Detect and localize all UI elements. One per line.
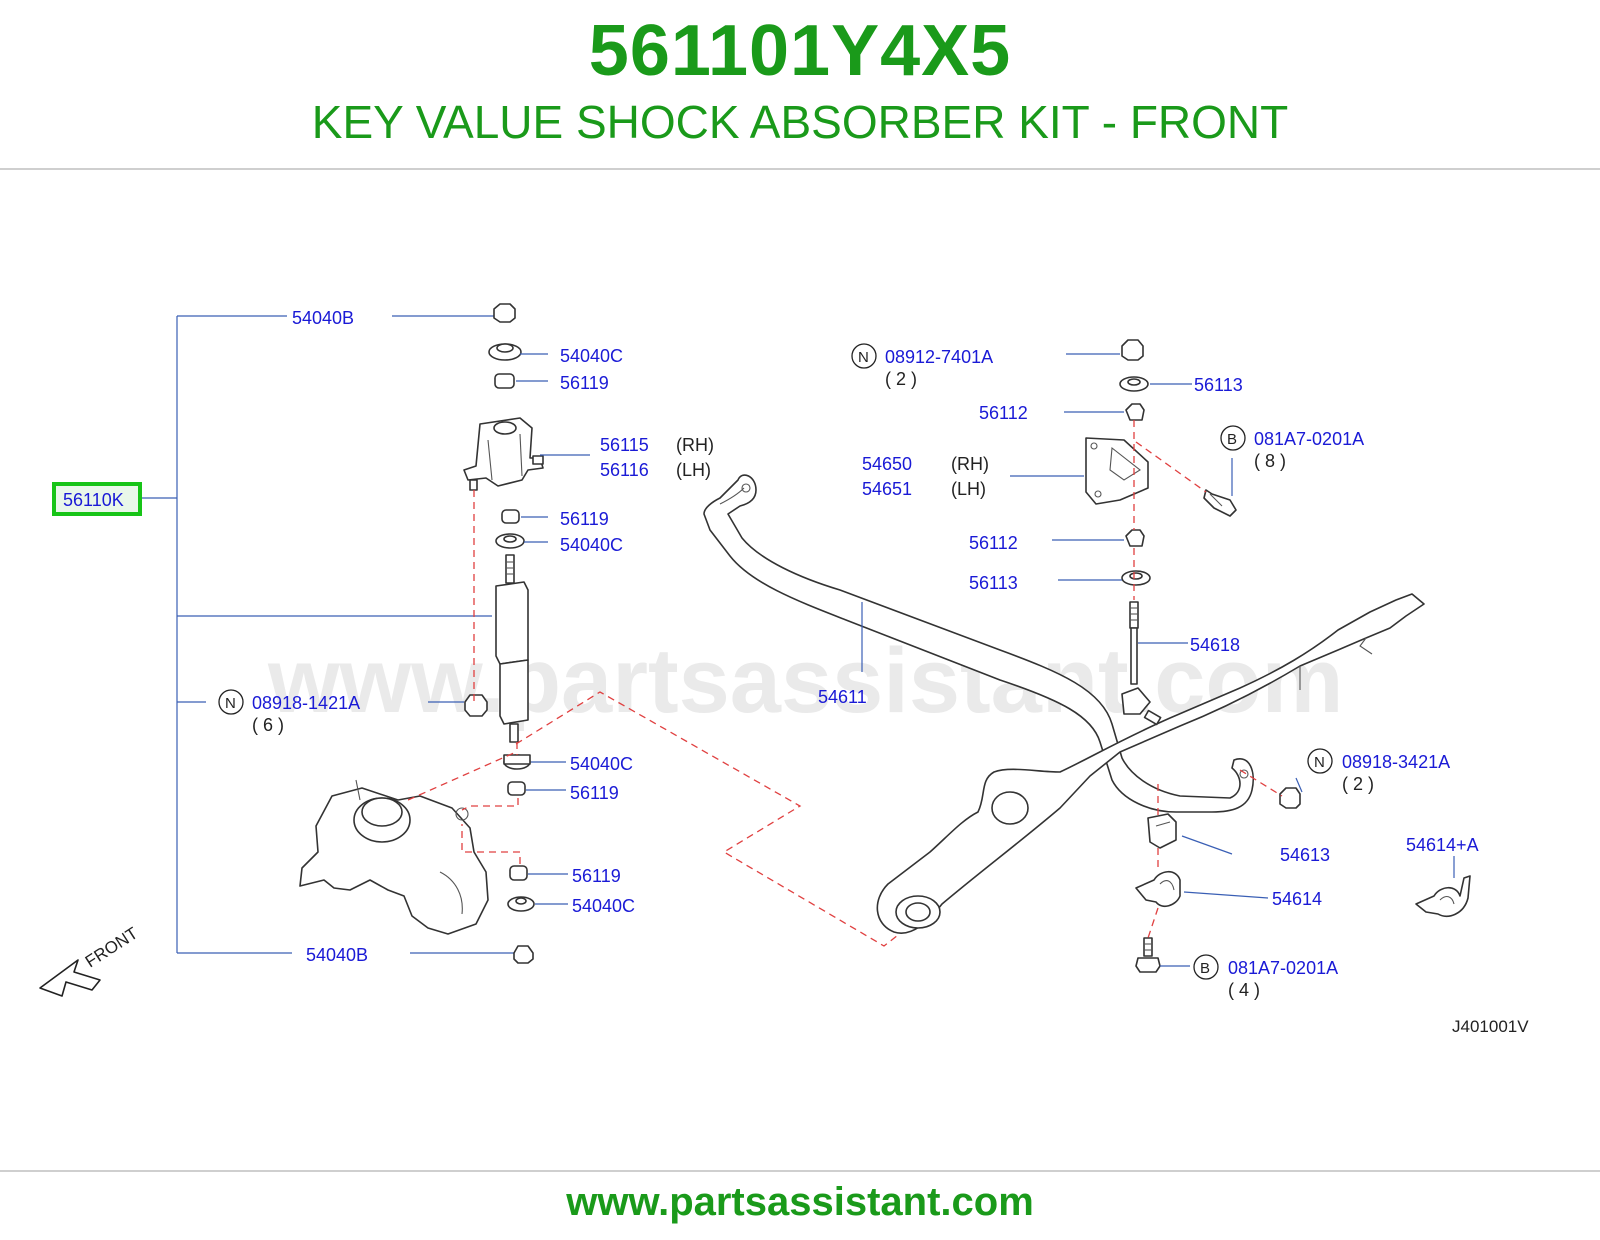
b-mark-2: B [1200, 960, 1210, 977]
label-081A7-0201A-2[interactable]: 081A7-0201A [1228, 958, 1338, 978]
label-56115-side: (RH) [676, 435, 714, 455]
front-label: FRONT [82, 924, 141, 972]
kit-bracket-lines [140, 315, 516, 954]
label-54651[interactable]: 54651 [862, 479, 912, 499]
page-header: 561101Y4X5 KEY VALUE SHOCK ABSORBER KIT … [0, 0, 1600, 168]
label-54614[interactable]: 54614 [1272, 889, 1322, 909]
n-marker-1 [218, 689, 244, 715]
label-54650-side: (RH) [951, 454, 989, 474]
right-leaders [861, 353, 1455, 967]
label-081A7-0201A-1[interactable]: 081A7-0201A [1254, 429, 1364, 449]
label-54614A[interactable]: 54614+A [1406, 835, 1479, 855]
stabilizer-parts [703, 339, 1471, 973]
kit-56110K-label[interactable]: 56110K [63, 490, 124, 510]
right-labels: N 08912-7401A ( 2 ) 56113 56112 B 081A7-… [818, 343, 1529, 1036]
label-56119-4[interactable]: 56119 [572, 866, 621, 886]
label-54040B-top[interactable]: 54040B [292, 308, 354, 328]
label-08918-3421A-qty: ( 2 ) [1342, 774, 1374, 794]
label-56113-1[interactable]: 56113 [1194, 375, 1243, 395]
label-08918-3421A[interactable]: 08918-3421A [1342, 752, 1450, 772]
label-54040B-bot[interactable]: 54040B [306, 945, 368, 965]
n-mark-2: N [858, 349, 869, 366]
label-54613[interactable]: 54613 [1280, 845, 1330, 865]
front-direction-indicator: FRONT [39, 924, 141, 997]
part-number: 561101Y4X5 [588, 11, 1012, 91]
label-56116-side: (LH) [676, 460, 711, 480]
footer-url[interactable]: www.partsassistant.com [566, 1180, 1034, 1224]
label-54618[interactable]: 54618 [1190, 635, 1240, 655]
n-mark-1: N [225, 695, 236, 712]
n-marker-3 [1307, 748, 1333, 774]
label-54040C-2[interactable]: 54040C [560, 535, 623, 555]
label-56112-2[interactable]: 56112 [969, 533, 1018, 553]
b-marker-1 [1220, 425, 1246, 451]
b-mark-1: B [1227, 431, 1237, 448]
n-marker-2 [851, 343, 877, 369]
left-labels: 54040B 54040C 56119 56115 (RH) 56116 (LH… [218, 308, 714, 965]
left-dashed-connectors [407, 490, 926, 947]
label-54040C-3[interactable]: 54040C [570, 754, 633, 774]
label-54650[interactable]: 54650 [862, 454, 912, 474]
part-title: KEY VALUE SHOCK ABSORBER KIT - FRONT [311, 96, 1289, 148]
shock-hardware [299, 303, 544, 964]
front-arrow-icon [39, 959, 101, 997]
header-divider [0, 168, 1600, 170]
label-56119-3[interactable]: 56119 [570, 783, 619, 803]
label-56119-1[interactable]: 56119 [560, 373, 609, 393]
label-081A7-0201A-2-qty: ( 4 ) [1228, 980, 1260, 1000]
label-54611[interactable]: 54611 [818, 687, 867, 707]
b-marker-2 [1193, 954, 1219, 980]
label-56116[interactable]: 56116 [600, 460, 649, 480]
n-mark-3: N [1314, 754, 1325, 771]
label-56115[interactable]: 56115 [600, 435, 649, 455]
label-08912-7401A-qty: ( 2 ) [885, 369, 917, 389]
label-56113-2[interactable]: 56113 [969, 573, 1018, 593]
label-08918-1421A[interactable]: 08918-1421A [252, 693, 360, 713]
label-56112-1[interactable]: 56112 [979, 403, 1028, 423]
label-54040C-1[interactable]: 54040C [560, 346, 623, 366]
watermark: www.partsassistant.com [267, 630, 1343, 732]
right-dashed-connectors [1133, 420, 1283, 939]
label-08912-7401A[interactable]: 08912-7401A [885, 347, 993, 367]
label-54040C-4[interactable]: 54040C [572, 896, 635, 916]
kit-56110K-highlight[interactable]: 56110K [52, 482, 142, 516]
label-081A7-0201A-1-qty: ( 8 ) [1254, 451, 1286, 471]
left-leaders [516, 353, 590, 905]
label-56119-2[interactable]: 56119 [560, 509, 609, 529]
label-54651-side: (LH) [951, 479, 986, 499]
label-08918-1421A-qty: ( 6 ) [252, 715, 284, 735]
diagram-code: J401001V [1452, 1017, 1529, 1036]
footer-divider [0, 1170, 1600, 1172]
